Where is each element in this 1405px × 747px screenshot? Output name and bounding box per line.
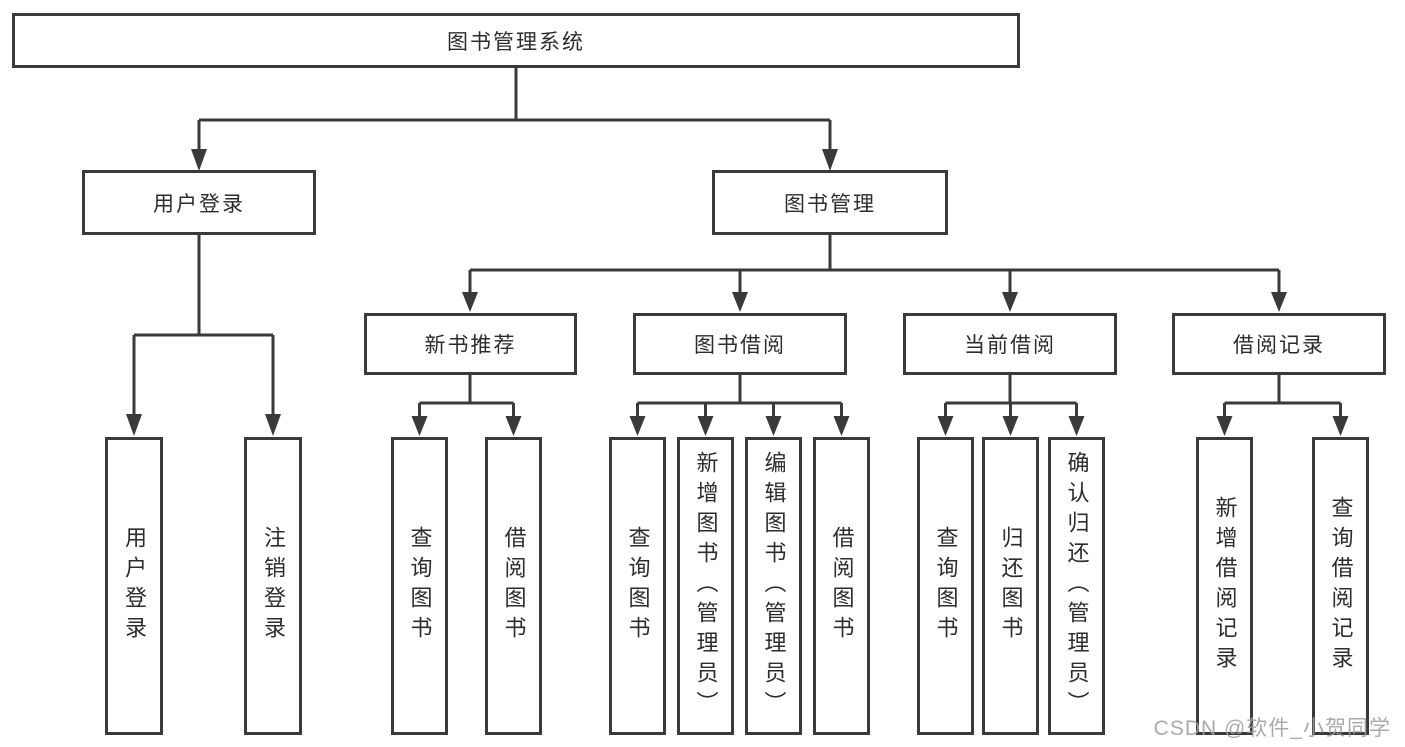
connector-new-book [418, 375, 515, 417]
node-label: 新书推荐 [424, 334, 517, 357]
leaf-borrow-books-1: 借阅图书 [485, 437, 542, 735]
connector-borrow-records [1223, 375, 1342, 417]
node-label: 归还图书 [998, 526, 1024, 646]
node-root: 图书管理系统 [12, 13, 1020, 68]
leaf-user-login: 用户登录 [105, 437, 163, 735]
arrow-icon [1068, 416, 1085, 436]
csdn-watermark: CSDN @软件_小贺同学 [1153, 717, 1391, 740]
node-label: 用户登录 [153, 192, 245, 216]
leaf-query-books-1: 查询图书 [391, 437, 448, 735]
node-new-book-recommend: 新书推荐 [364, 313, 577, 375]
node-label: 当前借阅 [964, 334, 1056, 357]
node-borrow-records: 借阅记录 [1172, 313, 1386, 375]
node-label: 查询图书 [933, 526, 959, 646]
node-label: 查询借阅记录 [1328, 496, 1354, 676]
node-book-management: 图书管理 [712, 170, 948, 235]
connector-book-borrow [636, 375, 843, 417]
arrow-icon [1002, 292, 1018, 312]
arrow-icon [1216, 416, 1233, 436]
leaf-add-books-admin: 新增图书（管理员） [677, 437, 734, 735]
node-label: 查询图书 [407, 526, 433, 646]
arrow-icon [822, 149, 838, 171]
node-label: 新增图书（管理员） [693, 451, 719, 721]
node-label: 借阅记录 [1233, 334, 1325, 357]
arrow-icon [937, 416, 954, 436]
node-label: 借阅图书 [501, 526, 527, 646]
arrow-icon [191, 149, 207, 171]
node-label: 查询图书 [625, 526, 651, 646]
arrow-icon [765, 416, 782, 436]
node-label: 图书管理 [784, 192, 876, 216]
node-label: 用户登录 [122, 526, 147, 646]
leaf-query-books-3: 查询图书 [917, 437, 974, 735]
node-current-borrow: 当前借阅 [903, 313, 1117, 375]
leaf-edit-books-admin: 编辑图书（管理员） [745, 437, 802, 735]
arrow-icon [629, 416, 646, 436]
arrow-icon [126, 414, 142, 436]
node-label: 注销登录 [261, 526, 286, 646]
arrow-icon [1002, 416, 1019, 436]
arrow-icon [833, 416, 850, 436]
arrow-icon [1271, 292, 1287, 312]
arrow-icon [265, 414, 281, 436]
leaf-query-books-2: 查询图书 [609, 437, 666, 735]
leaf-query-borrow-record: 查询借阅记录 [1312, 437, 1369, 735]
node-label: 确认归还（管理员） [1064, 451, 1090, 721]
leaf-add-borrow-record: 新增借阅记录 [1196, 437, 1253, 735]
leaf-logout: 注销登录 [244, 437, 302, 735]
leaf-return-books: 归还图书 [982, 437, 1039, 735]
connector-current-borrow [944, 375, 1078, 417]
arrowheads [126, 149, 1349, 436]
arrow-icon [697, 416, 714, 436]
node-label: 图书借阅 [694, 334, 786, 357]
arrow-icon [732, 292, 748, 312]
leaf-borrow-books-2: 借阅图书 [813, 437, 870, 735]
connector-user-login [132, 235, 275, 415]
node-label: 新增借阅记录 [1212, 496, 1238, 676]
node-label: 借阅图书 [829, 526, 855, 646]
connector-book-management [468, 235, 1281, 293]
arrow-icon [462, 292, 478, 312]
node-user-login: 用户登录 [82, 170, 316, 235]
node-label: 图书管理系统 [447, 30, 585, 54]
arrow-icon [411, 416, 428, 436]
node-book-borrow: 图书借阅 [633, 313, 847, 375]
arrow-icon [505, 416, 522, 436]
node-label: 编辑图书（管理员） [761, 451, 787, 721]
leaf-confirm-return-admin: 确认归还（管理员） [1048, 437, 1105, 735]
arrow-icon [1332, 416, 1349, 436]
connector-root [197, 68, 832, 150]
